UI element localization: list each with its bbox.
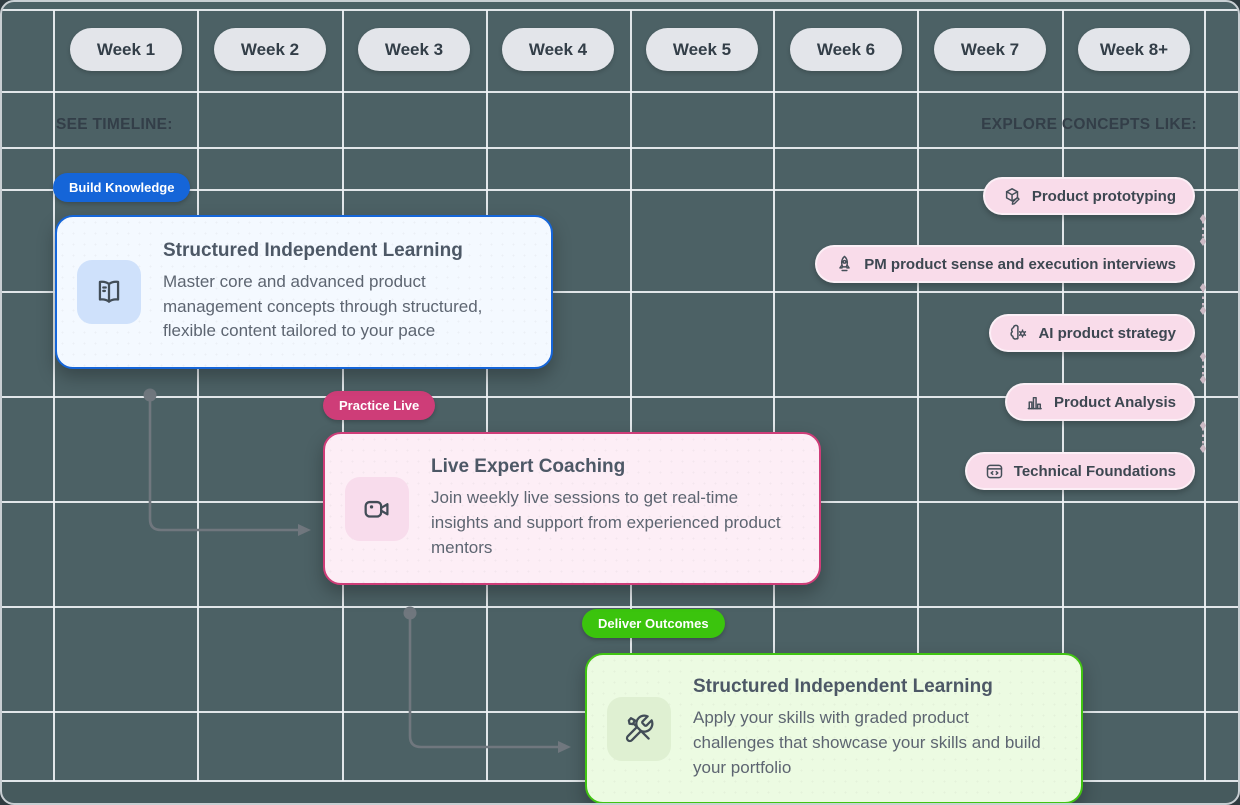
card-title: Live Expert Coaching	[431, 456, 626, 478]
week-pill-5: Week 5	[646, 28, 758, 71]
concept-pill-technical-foundations: Technical Foundations	[964, 452, 1195, 490]
phase-card-practice-live: Live Expert Coaching Join weekly live se…	[323, 432, 821, 585]
grid-vline	[773, 10, 775, 781]
card-description: Master core and advanced product managem…	[163, 271, 483, 341]
see-timeline-heading: SEE TIMELINE:	[56, 116, 173, 133]
tools-icon	[607, 696, 671, 761]
card-description: Apply your skills with graded product ch…	[693, 708, 1041, 777]
ai-brain-gear-icon	[1010, 324, 1027, 340]
card-description: Join weekly live sessions to get real-ti…	[431, 488, 781, 557]
badge-deliver-outcomes: Deliver Outcomes	[582, 609, 725, 638]
concept-pill-ai-strategy: AI product strategy	[989, 314, 1195, 352]
grid-hline	[2, 147, 1238, 149]
grid-hline	[2, 189, 1238, 191]
week-pill-7: Week 7	[934, 28, 1046, 71]
concept-pill-pm-interviews: PM product sense and execution interview…	[815, 245, 1195, 283]
concept-pill-product-prototyping: Product prototyping	[982, 177, 1195, 215]
grid-vline	[197, 10, 199, 781]
elbow-connector-1	[143, 388, 300, 532]
badge-practice-live: Practice Live	[323, 391, 436, 420]
grid-vline	[53, 10, 55, 781]
concept-pill-product-analysis: Product Analysis	[1005, 383, 1195, 421]
grid-hline	[2, 396, 1238, 398]
concept-pill-label: Product Analysis	[1054, 393, 1176, 411]
concept-pill-label: Product prototyping	[1031, 187, 1176, 205]
grid-hline	[2, 91, 1238, 93]
elbow-connector-2	[403, 606, 560, 749]
week-pill-3: Week 3	[358, 28, 470, 71]
week-pill-1: Week 1	[70, 28, 182, 71]
card-title: Structured Independent Learning	[693, 676, 993, 698]
grid-vline	[1204, 10, 1206, 781]
week-pill-2: Week 2	[214, 28, 326, 71]
open-book-icon	[77, 260, 141, 324]
phase-card-deliver-outcomes: Structured Independent Learning Apply yo…	[585, 653, 1083, 803]
package-pencil-icon	[1005, 187, 1020, 205]
badge-build-knowledge: Build Knowledge	[53, 173, 191, 202]
grid-vline	[486, 10, 488, 781]
grid-hline	[2, 9, 1238, 11]
concept-pill-label: PM product sense and execution interview…	[864, 255, 1176, 273]
grid-vline	[630, 10, 632, 781]
explore-concepts-heading: EXPLORE CONCEPTS LIKE:	[981, 116, 1197, 133]
code-window-icon	[986, 464, 1003, 478]
week-pill-4: Week 4	[502, 28, 614, 71]
week-pill-8: Week 8+	[1078, 28, 1190, 71]
concept-link-nodes	[1199, 214, 1207, 453]
bar-chart-icon	[1027, 396, 1042, 409]
concept-pill-label: AI product strategy	[1038, 324, 1176, 342]
week-pill-6: Week 6	[790, 28, 902, 71]
arrowhead-1	[298, 524, 311, 536]
phase-card-build-knowledge: Structured Independent Learning Master c…	[55, 215, 553, 369]
grid-hline	[2, 606, 1238, 608]
concept-pill-label: Technical Foundations	[1013, 462, 1176, 480]
grid-vline	[917, 10, 919, 781]
video-camera-icon	[345, 476, 409, 541]
card-title: Structured Independent Learning	[163, 239, 463, 261]
grid-hline	[2, 291, 1238, 293]
arrowhead-2	[558, 741, 571, 753]
rocket-icon	[839, 255, 851, 271]
